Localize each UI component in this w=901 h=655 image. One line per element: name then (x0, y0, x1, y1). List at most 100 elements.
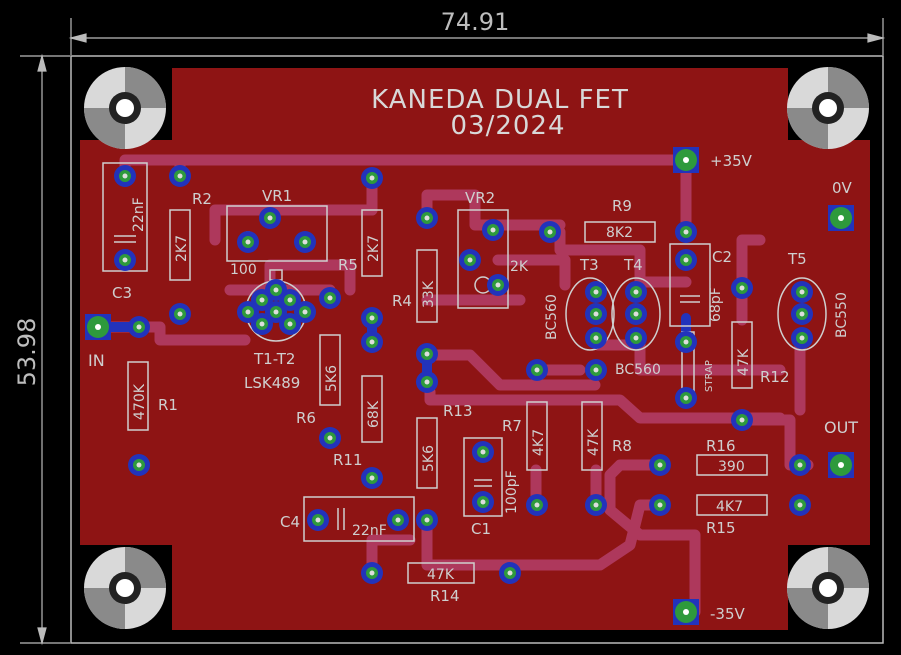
value-r1: 470K (132, 383, 148, 420)
value-r7: 4K7 (531, 429, 547, 456)
pad-hole (327, 435, 333, 441)
pad-hole (593, 311, 599, 317)
value-c4: 22nF (352, 523, 387, 539)
label-gnd: 0V (832, 179, 853, 197)
pad-hole (369, 475, 375, 481)
width-dimension-label: 74.91 (441, 8, 510, 36)
pad-hole (273, 287, 279, 293)
value-r16: 390 (718, 459, 745, 475)
label-r14: R14 (430, 587, 460, 605)
value-c1: 100pF (504, 470, 520, 514)
pad-hole (122, 173, 128, 179)
mounting-hole-br (787, 547, 869, 629)
pad-hole (287, 297, 293, 303)
label-vr2: VR2 (465, 189, 495, 207)
value-c3: 22nF (131, 197, 147, 232)
label-c4: C4 (280, 513, 300, 531)
pad-hole (490, 227, 496, 233)
value-t1t2: LSK489 (244, 374, 300, 392)
pad-hole (507, 570, 513, 576)
label-vr1: VR1 (262, 187, 292, 205)
pad-hole (683, 257, 689, 263)
pad-hole (177, 311, 183, 317)
pad-hole (633, 335, 639, 341)
label-r11: R11 (333, 451, 363, 469)
value-r9: 8K2 (606, 225, 633, 241)
pad-hole (657, 462, 663, 468)
label-r1: R1 (158, 396, 178, 414)
label-t4: T4 (623, 256, 643, 274)
value-r2: 2K7 (174, 235, 190, 262)
label-c3: C3 (112, 284, 132, 302)
value-vr2: 2K (510, 259, 529, 275)
value-t5: BC550 (834, 292, 850, 338)
label-r4: R4 (392, 292, 412, 310)
height-dimension-label: 53.98 (13, 318, 41, 387)
label-r13: R13 (443, 402, 473, 420)
pad-hole (273, 309, 279, 315)
label-vm35-bottom: -35V (710, 605, 745, 623)
label-c1: C1 (471, 520, 491, 538)
terminal-hole (683, 609, 689, 615)
value-r12: 47K (736, 348, 752, 376)
label-r12: R12 (760, 368, 790, 386)
pad-hole (480, 449, 486, 455)
pad-hole (369, 315, 375, 321)
pad-hole (267, 215, 273, 221)
terminal-hole (683, 157, 689, 163)
label-c2: C2 (712, 248, 732, 266)
board-title: KANEDA DUAL FET (371, 85, 629, 115)
value-c2: 68pF (708, 287, 724, 322)
terminal-hole (838, 462, 844, 468)
pad-hole (739, 417, 745, 423)
terminal-hole (838, 215, 844, 221)
label-r6: R6 (296, 409, 316, 427)
pad-hole (245, 239, 251, 245)
value-r14: 47K (427, 567, 455, 583)
pad-hole (424, 351, 430, 357)
pad-hole (302, 309, 308, 315)
value-r11: 68K (366, 400, 382, 428)
pad-hole (122, 257, 128, 263)
value-r4: 33K (421, 280, 437, 308)
pad-hole (480, 499, 486, 505)
label-out: OUT (824, 418, 858, 437)
label-r9: R9 (612, 197, 632, 215)
value-r8: 47K (586, 428, 602, 456)
board-outline (70, 55, 884, 644)
pad-hole (302, 239, 308, 245)
pad-hole (633, 289, 639, 295)
value-r13: 5K6 (421, 445, 437, 472)
label-r15: R15 (706, 519, 736, 537)
pad-hole (593, 335, 599, 341)
pad-hole (534, 502, 540, 508)
pad-hole (633, 311, 639, 317)
value-t4: BC560 (615, 362, 661, 378)
label-r16: R16 (706, 437, 736, 455)
pad-hole (657, 502, 663, 508)
terminal-hole (95, 324, 101, 330)
pads (85, 147, 854, 625)
label-t5: T5 (787, 250, 807, 268)
value-r5: 2K7 (366, 235, 382, 262)
pad-hole (593, 367, 599, 373)
mounting-hole-tr (787, 67, 869, 149)
value-r15: 4K7 (716, 499, 743, 515)
pad-hole (683, 395, 689, 401)
value-r6: 5K6 (324, 365, 340, 392)
pad-hole (739, 285, 745, 291)
pad-hole (424, 215, 430, 221)
pad-hole (797, 462, 803, 468)
value-vr1: 100 (230, 262, 257, 278)
pad-hole (683, 339, 689, 345)
pad-hole (369, 570, 375, 576)
pad-hole (395, 517, 401, 523)
label-t1t2: T1-T2 (253, 350, 295, 368)
label-r7: R7 (502, 417, 522, 435)
label-r8: R8 (612, 437, 632, 455)
pad-hole (495, 282, 501, 288)
pad-hole (799, 311, 805, 317)
pad-hole (287, 321, 293, 327)
label-r5: R5 (338, 256, 358, 274)
